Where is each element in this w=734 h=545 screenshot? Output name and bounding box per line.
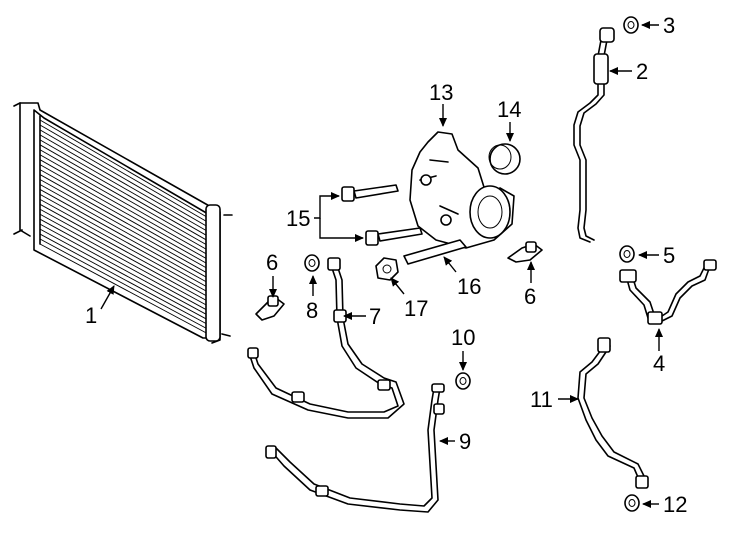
callout-10: 10 bbox=[451, 325, 475, 350]
bolts-15 bbox=[341, 184, 423, 246]
callout-14: 14 bbox=[497, 97, 521, 122]
callout-16: 16 bbox=[457, 274, 481, 299]
valve-6-left bbox=[255, 295, 285, 321]
valve-6-right bbox=[507, 241, 543, 263]
callout-7: 7 bbox=[369, 304, 381, 329]
washer-5 bbox=[619, 245, 635, 263]
condenser-fins bbox=[39, 119, 213, 337]
callout-12: 12 bbox=[663, 492, 687, 517]
callout-8: 8 bbox=[306, 298, 318, 323]
callout-13: 13 bbox=[429, 80, 453, 105]
washer-12 bbox=[624, 494, 640, 512]
condenser bbox=[13, 102, 233, 344]
callout-5: 5 bbox=[663, 243, 675, 268]
compressor bbox=[409, 131, 515, 249]
callout-3: 3 bbox=[663, 13, 675, 38]
callout-15: 15 bbox=[286, 206, 310, 231]
washer-3 bbox=[623, 16, 639, 34]
clutch-14 bbox=[488, 143, 521, 175]
callout-labels: 1 2 3 4 5 6 6 7 8 9 10 11 12 13 14 15 16… bbox=[85, 13, 687, 517]
leader-lines bbox=[100, 21, 663, 508]
callout-6-left: 6 bbox=[266, 250, 278, 275]
hose-9 bbox=[265, 383, 445, 513]
nut-17 bbox=[375, 257, 399, 281]
pin-16 bbox=[403, 239, 467, 265]
callout-1: 1 bbox=[85, 303, 97, 328]
callout-4: 4 bbox=[653, 351, 665, 376]
callout-17: 17 bbox=[404, 296, 428, 321]
hose-upper bbox=[573, 27, 615, 243]
callout-6-right: 6 bbox=[524, 284, 536, 309]
callout-9: 9 bbox=[459, 429, 471, 454]
hose-4 bbox=[619, 259, 717, 325]
washer-10 bbox=[455, 372, 471, 390]
callout-2: 2 bbox=[636, 59, 648, 84]
washer-8 bbox=[304, 254, 320, 272]
callout-11: 11 bbox=[530, 387, 553, 412]
hose-7 bbox=[247, 257, 405, 419]
hose-11 bbox=[577, 337, 649, 489]
